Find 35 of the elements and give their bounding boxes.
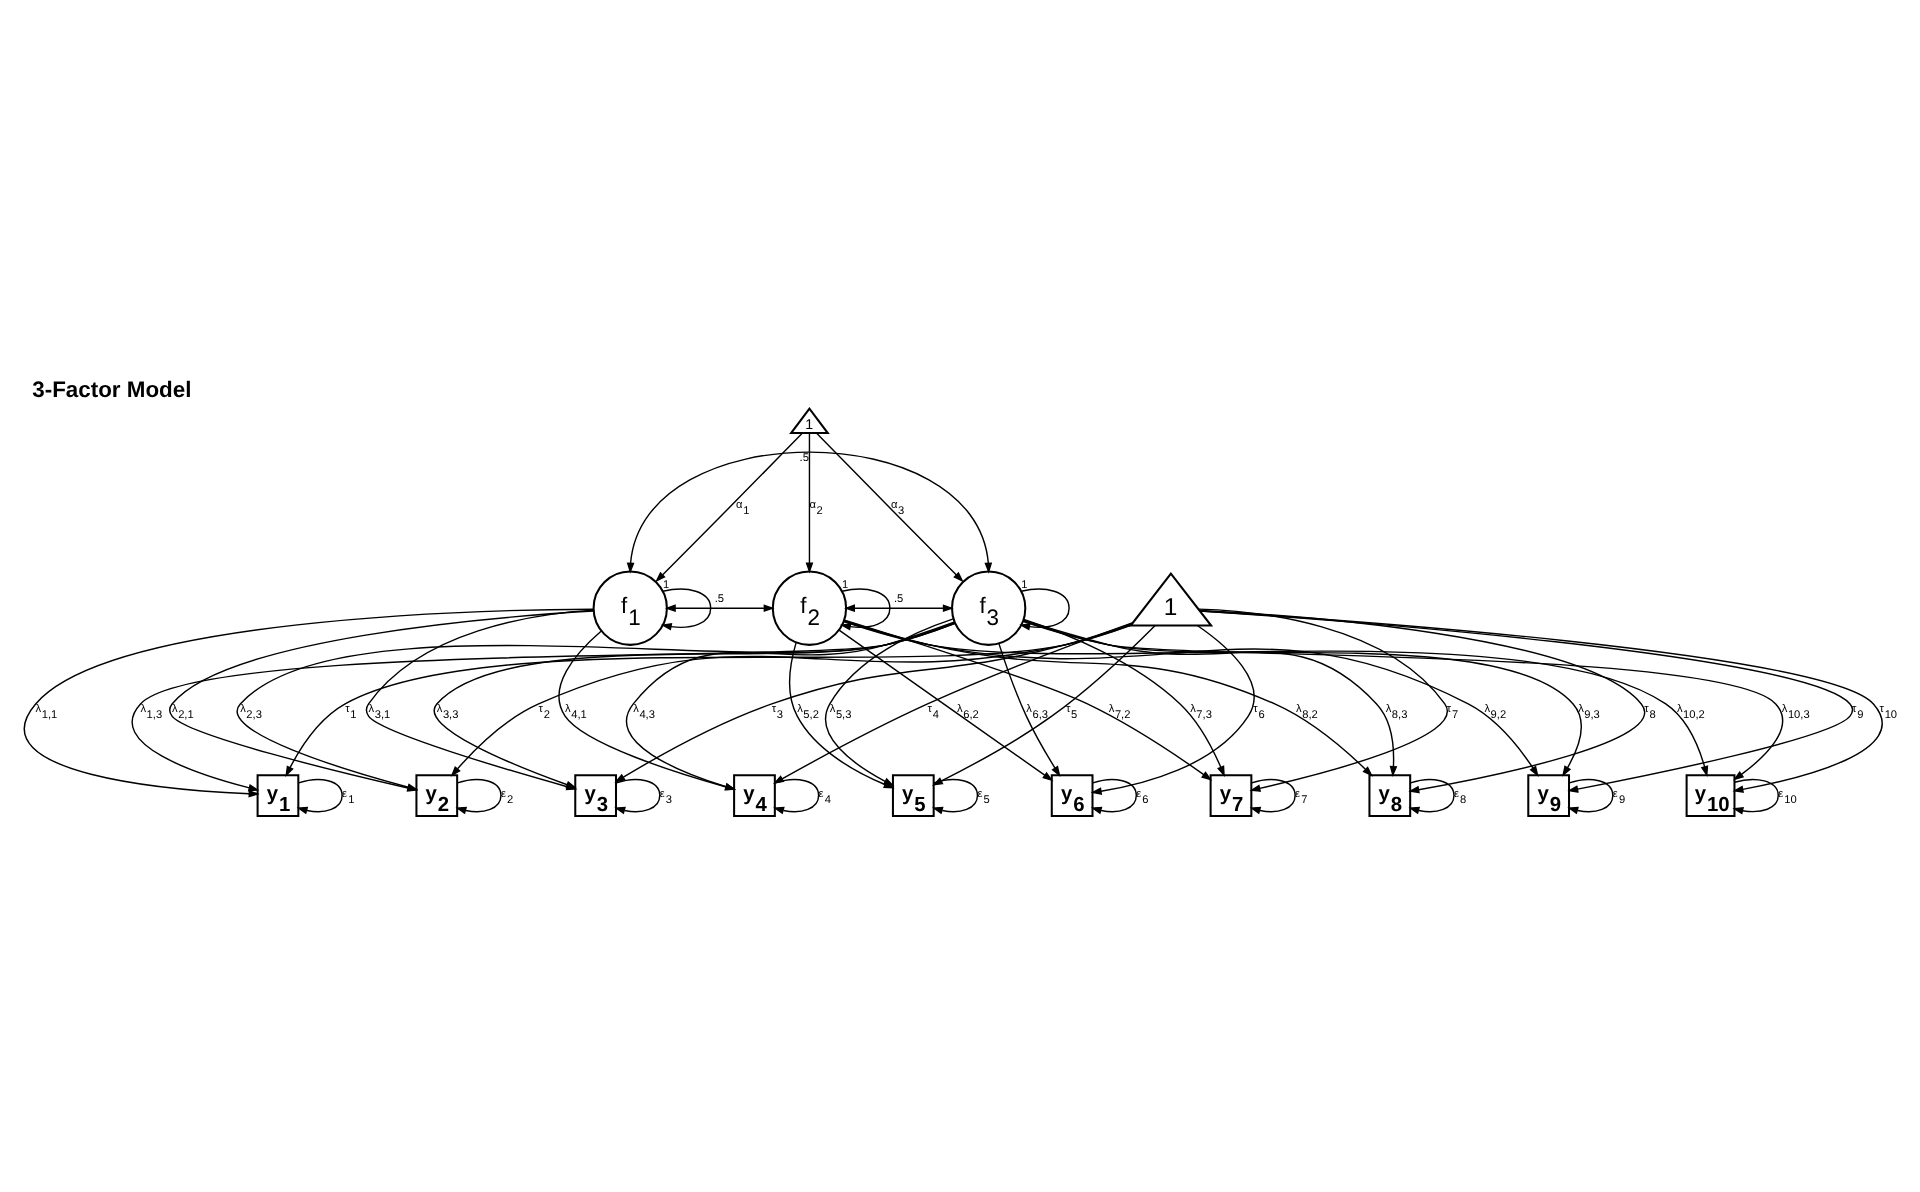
arrow [1197,608,1449,792]
arrow [1019,588,1070,631]
arrow [805,432,814,574]
arrow [24,608,595,798]
arrow [296,778,343,815]
arrow [998,642,1061,777]
arrow [844,604,954,613]
arrow [1249,778,1296,815]
arrow [1732,778,1779,815]
arrow [1022,620,1784,781]
arrow [1567,778,1614,815]
arrow [450,624,1132,777]
arrow [1198,609,1646,794]
arrow [1022,620,1582,777]
arrow [773,778,820,815]
arrow [626,451,993,574]
arrow [285,624,1132,777]
arrow [660,588,712,631]
arrow [664,604,775,613]
arrow [1023,618,1225,777]
arrow [1022,619,1398,777]
arrow [815,432,964,583]
arrow [655,432,804,583]
arrow [1090,778,1137,815]
arrow [614,778,661,815]
diagram-title: 3-Factor Model [32,379,192,404]
arrow [843,620,1539,777]
arrow [455,778,502,815]
arrow [843,619,1213,781]
arrow [843,620,1373,777]
arrow [842,620,1709,777]
arrow [839,588,891,631]
arrow [1090,624,1255,795]
arrow [1408,778,1455,815]
arrow [838,629,1054,782]
